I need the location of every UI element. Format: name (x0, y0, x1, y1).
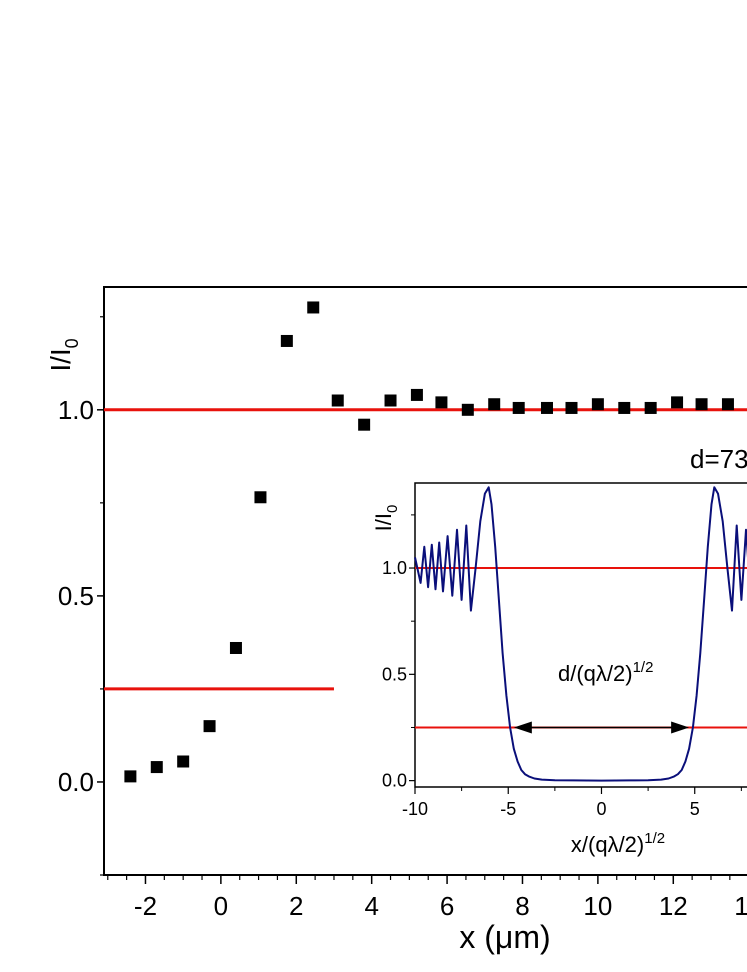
main-y-axis-label: I/I0 (45, 338, 82, 371)
inset-arrowhead-right (671, 721, 690, 734)
main-xtick-label: 0 (214, 891, 228, 921)
inset-curve (414, 486, 747, 782)
main-xtick-label: 10 (583, 891, 612, 921)
main-data-point (203, 720, 216, 733)
main-xtick-label: -2 (134, 891, 157, 921)
main-data-point (177, 755, 190, 768)
main-x-axis-label: x (μm) (459, 919, 550, 955)
main-xtick-label: 8 (515, 891, 529, 921)
main-data-point (618, 401, 631, 414)
inset-arrowhead-left (513, 721, 532, 734)
main-y-axis-label-sub: 0 (62, 338, 82, 348)
main-data-point (124, 770, 137, 783)
inset-xtick-label: -5 (500, 799, 516, 819)
inset-annotation-sup: 1/2 (633, 659, 654, 676)
main-data-point (150, 761, 163, 774)
main-data-point (721, 398, 734, 411)
inset-plot-frame (414, 482, 747, 788)
main-ytick-label: 0.5 (58, 581, 94, 611)
main-data-point (695, 398, 708, 411)
main-xtick-label: 6 (440, 891, 454, 921)
main-data-point (461, 403, 474, 416)
inset-ytick-label: 1.0 (382, 558, 407, 578)
main-xtick-label: 14 (734, 891, 747, 921)
inset-xtick-label: 5 (690, 799, 700, 819)
main-data-point (254, 491, 267, 504)
main-data-point (565, 401, 578, 414)
main-data-point (488, 398, 501, 411)
main-xtick-label: 4 (364, 891, 378, 921)
inset-y-axis-label-sub: 0 (384, 505, 401, 513)
main-data-point (280, 334, 293, 347)
main-data-point (671, 396, 684, 409)
main-xtick-label: 12 (659, 891, 688, 921)
main-data-point (512, 401, 525, 414)
inset-y-axis-label: I/I0 (371, 505, 401, 532)
main-chart: -2024681012140.00.51.0x (μm)I/I0d=73 (45, 286, 747, 955)
main-ytick-label: 1.0 (58, 395, 94, 425)
inset-xtick-label: -10 (402, 799, 428, 819)
inset-y-axis-label-text: I/I (371, 513, 396, 531)
inset-ytick-label: 0.5 (382, 664, 407, 684)
main-xtick-label: 2 (289, 891, 303, 921)
main-data-point (591, 398, 604, 411)
main-plot-frame (103, 286, 747, 876)
main-annotation: d=73 (690, 444, 747, 474)
main-data-point (644, 401, 657, 414)
main-data-point (410, 388, 423, 401)
inset-annotation-text: d/(qλ/2) (558, 661, 633, 686)
inset-ytick-label: 0.0 (382, 771, 407, 791)
inset-xtick-label: 0 (596, 799, 606, 819)
main-data-point (540, 401, 553, 414)
inset-x-axis-label-sup: 1/2 (644, 830, 665, 847)
inset-annotation: d/(qλ/2)1/2 (558, 659, 653, 686)
main-y-axis-label-text: I/I (45, 348, 76, 371)
main-data-point (435, 396, 448, 409)
main-ytick-label: 0.0 (58, 767, 94, 797)
main-data-point (358, 418, 371, 431)
inset-x-axis-label-text: x/(qλ/2) (571, 832, 644, 857)
inset-x-axis-label: x/(qλ/2)1/2 (571, 830, 665, 857)
main-data-point (307, 301, 320, 314)
main-data-point (384, 394, 397, 407)
main-data-point (331, 394, 344, 407)
main-data-point (229, 641, 242, 654)
